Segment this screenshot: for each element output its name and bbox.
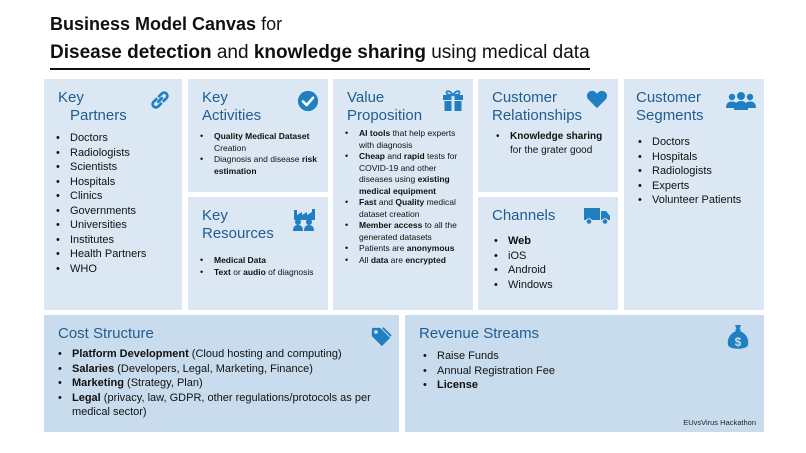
revenue-streams-box: Revenue Streams $ Raise Funds Annual Reg… (405, 315, 764, 432)
tags-icon (371, 327, 392, 347)
list-item: License (423, 378, 555, 393)
list-item: Android (494, 263, 553, 278)
list-item: Quality Medical Dataset Creation (200, 131, 320, 154)
list-item: Web (494, 234, 553, 249)
list-item: WHO (56, 262, 146, 277)
list-item: Salaries (Developers, Legal, Marketing, … (58, 362, 378, 377)
credit-text: EUvsVirus Hackathon (683, 418, 756, 427)
list-item: Radiologists (56, 146, 146, 161)
list-item: Radiologists (638, 164, 741, 179)
money-bag-icon: $ (727, 325, 749, 349)
factory-people-icon (293, 209, 315, 231)
list-item: Member access to all the generated datas… (345, 220, 467, 243)
users-icon (726, 92, 756, 110)
channels-list: Web iOS Android Windows (494, 234, 553, 292)
list-item: iOS (494, 249, 553, 264)
list-item: Raise Funds (423, 349, 555, 364)
list-item: Scientists (56, 160, 146, 175)
list-item: Doctors (56, 131, 146, 146)
link-icon (151, 91, 169, 109)
channels-box: Channels Web iOS Android Windows (478, 197, 618, 310)
list-item: Governments (56, 204, 146, 219)
revenue-streams-list: Raise Funds Annual Registration Fee Lice… (423, 349, 555, 393)
title-line1-rest: for (256, 14, 283, 34)
list-item: Hospitals (638, 150, 741, 165)
list-item: Institutes (56, 233, 146, 248)
list-item: Windows (494, 278, 553, 293)
list-item: Marketing (Strategy, Plan) (58, 376, 378, 391)
key-activities-list: Quality Medical Dataset Creation Diagnos… (200, 131, 320, 177)
gift-icon (443, 90, 463, 111)
list-item: AI tools that help experts with diagnosi… (345, 128, 467, 151)
page-title: Business Model Canvas for Disease detect… (50, 10, 590, 70)
title-line2-bold1: Disease detection (50, 42, 212, 63)
title-line1-bold: Business Model Canvas (50, 14, 257, 34)
list-item: Experts (638, 179, 741, 194)
title-line2-mid: and (211, 42, 254, 63)
title-line2-rest: using medical data (425, 42, 590, 63)
list-item: Volunteer Patients (638, 193, 741, 208)
check-circle-icon (297, 90, 319, 112)
cost-structure-heading: Cost Structure (58, 325, 154, 342)
cost-structure-list: Platform Development (Cloud hosting and … (58, 347, 378, 420)
truck-icon (584, 208, 610, 225)
list-item: Patients are anonymous (345, 243, 467, 255)
svg-text:$: $ (735, 335, 742, 349)
list-item: All data are encrypted (345, 255, 467, 267)
channels-heading: Channels (492, 207, 556, 224)
list-item: Legal (privacy, law, GDPR, other regulat… (58, 391, 378, 420)
list-item: Cheap and rapid tests for COVID-19 and o… (345, 151, 467, 197)
list-item: Universities (56, 218, 146, 233)
list-item: Health Partners (56, 247, 146, 262)
list-item: Platform Development (Cloud hosting and … (58, 347, 378, 362)
list-item: Fast and Quality medical dataset creatio… (345, 197, 467, 220)
customer-segments-list: Doctors Hospitals Radiologists Experts V… (638, 135, 741, 208)
list-item: Diagnosis and disease risk estimation (200, 154, 320, 177)
list-item: Hospitals (56, 175, 146, 190)
key-resources-list: Medical Data Text or audio of diagnosis (200, 255, 320, 278)
heart-icon (586, 90, 608, 109)
revenue-streams-heading: Revenue Streams (419, 325, 540, 342)
title-line2-bold2: knowledge sharing (253, 42, 426, 63)
list-item: Text or audio of diagnosis (200, 267, 320, 279)
list-item: Annual Registration Fee (423, 364, 555, 379)
list-item: Doctors (638, 135, 741, 150)
key-partners-list: Doctors Radiologists Scientists Hospital… (56, 131, 146, 276)
list-item: Medical Data (200, 255, 320, 267)
cost-structure-box: Cost Structure Platform Development (Clo… (44, 315, 399, 432)
value-proposition-list: AI tools that help experts with diagnosi… (345, 128, 467, 266)
list-item: Clinics (56, 189, 146, 204)
